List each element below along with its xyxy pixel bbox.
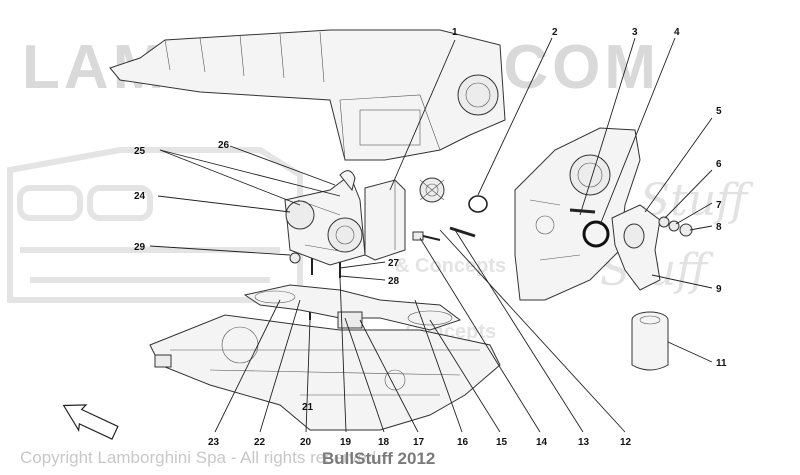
callout-14: 14 — [536, 437, 548, 448]
o-ring-part-2 — [468, 195, 488, 213]
watermark-concepts-1: & Concepts — [395, 255, 506, 277]
watermark-script-top: Stuff — [640, 175, 754, 226]
front-plate-part — [364, 179, 406, 261]
callout-26: 26 — [218, 140, 230, 151]
timing-cover-part — [514, 127, 641, 301]
callout-2: 2 — [552, 27, 558, 38]
callout-6: 6 — [716, 159, 722, 170]
callout-4: 4 — [674, 27, 680, 38]
callout-13: 13 — [578, 437, 590, 448]
callout-25: 25 — [134, 146, 146, 157]
callout-19: 19 — [340, 437, 352, 448]
callout-22: 22 — [254, 437, 266, 448]
callout-23: 23 — [208, 437, 220, 448]
callout-5: 5 — [716, 106, 722, 117]
callout-15: 15 — [496, 437, 508, 448]
drive-gear-part — [419, 177, 445, 203]
oil-pump-assembly — [284, 170, 366, 266]
callout-1: 1 — [452, 27, 458, 38]
copyright-notice: Copyright Lamborghini Spa - All rights r… — [20, 448, 377, 467]
callout-3: 3 — [632, 27, 638, 38]
callout-29: 29 — [134, 242, 146, 253]
callout-18: 18 — [378, 437, 390, 448]
car-silhouette-watermark — [7, 147, 303, 303]
callout-20: 20 — [300, 437, 312, 448]
callout-27: 27 — [388, 258, 400, 269]
fittings-6-7-8 — [658, 216, 693, 237]
bolts-and-studs — [289, 208, 596, 320]
cylinder-head-part — [109, 29, 506, 161]
callout-17: 17 — [413, 437, 425, 448]
callout-16: 16 — [457, 437, 469, 448]
baffle-plate-part — [243, 284, 462, 331]
seal-ring-part — [582, 220, 610, 248]
leader-lines — [149, 37, 713, 433]
oil-filter-part — [631, 311, 669, 371]
oil-pan-part — [149, 314, 501, 431]
callout-11: 11 — [716, 358, 727, 369]
callout-12: 12 — [620, 437, 632, 448]
callout-21: 21 — [302, 402, 314, 413]
callout-28: 28 — [388, 276, 400, 287]
callout-9: 9 — [716, 284, 722, 295]
front-direction-arrow — [62, 404, 119, 440]
callout-8: 8 — [716, 222, 722, 233]
callout-7: 7 — [716, 200, 722, 211]
callout-24: 24 — [134, 191, 146, 202]
bullstuff-credit: BullStuff 2012 — [322, 449, 436, 468]
callout-labels: 1 2 3 4 5 6 7 8 9 11 12 13 14 15 16 17 1… — [134, 27, 727, 448]
